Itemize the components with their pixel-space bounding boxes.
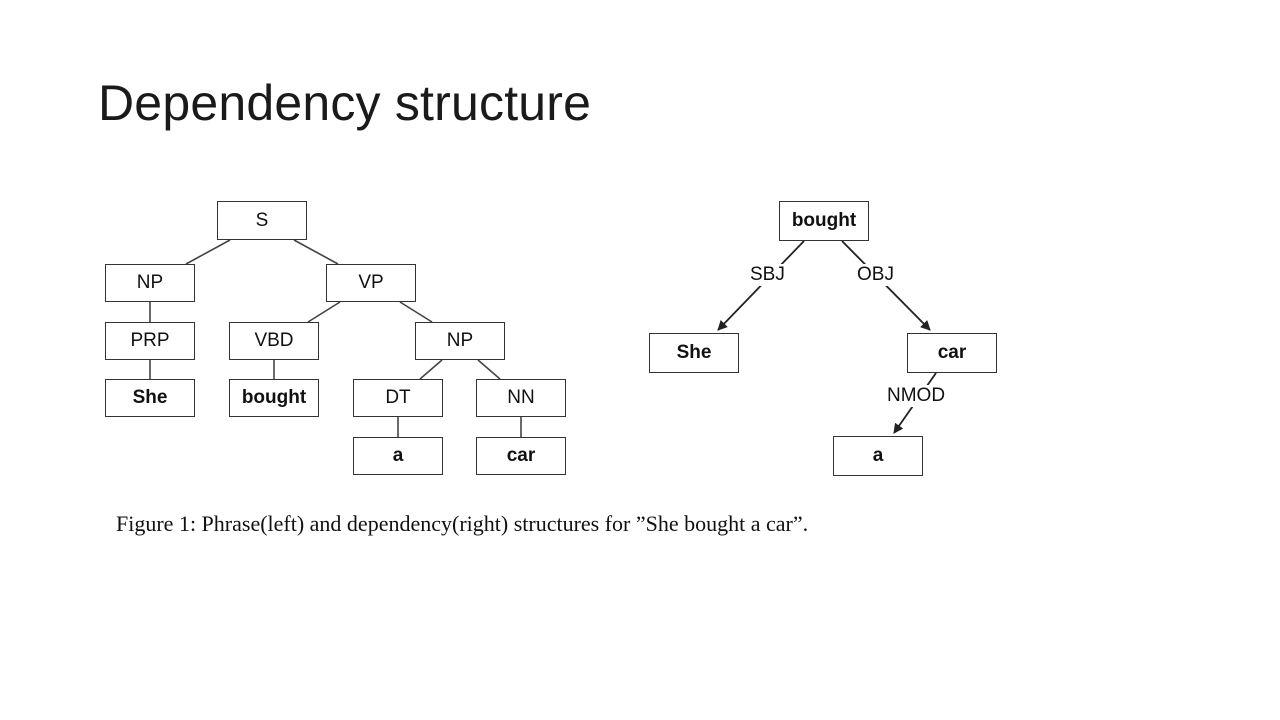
edge-np-dt	[419, 359, 443, 380]
phrase-node-s: S	[217, 201, 307, 240]
dependency-node-she: She	[649, 333, 739, 373]
relation-label-obj: OBJ	[856, 264, 895, 286]
dependency-node-bought: bought	[779, 201, 869, 241]
phrase-node-nn: NN	[476, 379, 566, 417]
phrase-leaf-car: car	[476, 437, 566, 475]
phrase-leaf-she: She	[105, 379, 195, 417]
dependency-node-a: a	[833, 436, 923, 476]
phrase-node-np-subject: NP	[105, 264, 195, 302]
phrase-leaf-bought: bought	[229, 379, 319, 417]
phrase-leaf-a: a	[353, 437, 443, 475]
edge-s-vp	[293, 239, 339, 265]
figure-caption: Figure 1: Phrase(left) and dependency(ri…	[116, 511, 809, 536]
phrase-node-np-object: NP	[415, 322, 505, 360]
relation-label-sbj: SBJ	[749, 264, 786, 286]
dependency-node-car: car	[907, 333, 997, 373]
phrase-node-vp: VP	[326, 264, 416, 302]
edge-np-nn	[477, 359, 501, 380]
phrase-node-vbd: VBD	[229, 322, 319, 360]
edge-vp-vbd	[307, 301, 341, 323]
edge-s-np	[185, 239, 231, 265]
slide-title: Dependency structure	[98, 75, 592, 131]
phrase-node-dt: DT	[353, 379, 443, 417]
relation-label-nmod: NMOD	[886, 385, 947, 407]
edge-vp-np	[399, 301, 433, 323]
phrase-node-prp: PRP	[105, 322, 195, 360]
